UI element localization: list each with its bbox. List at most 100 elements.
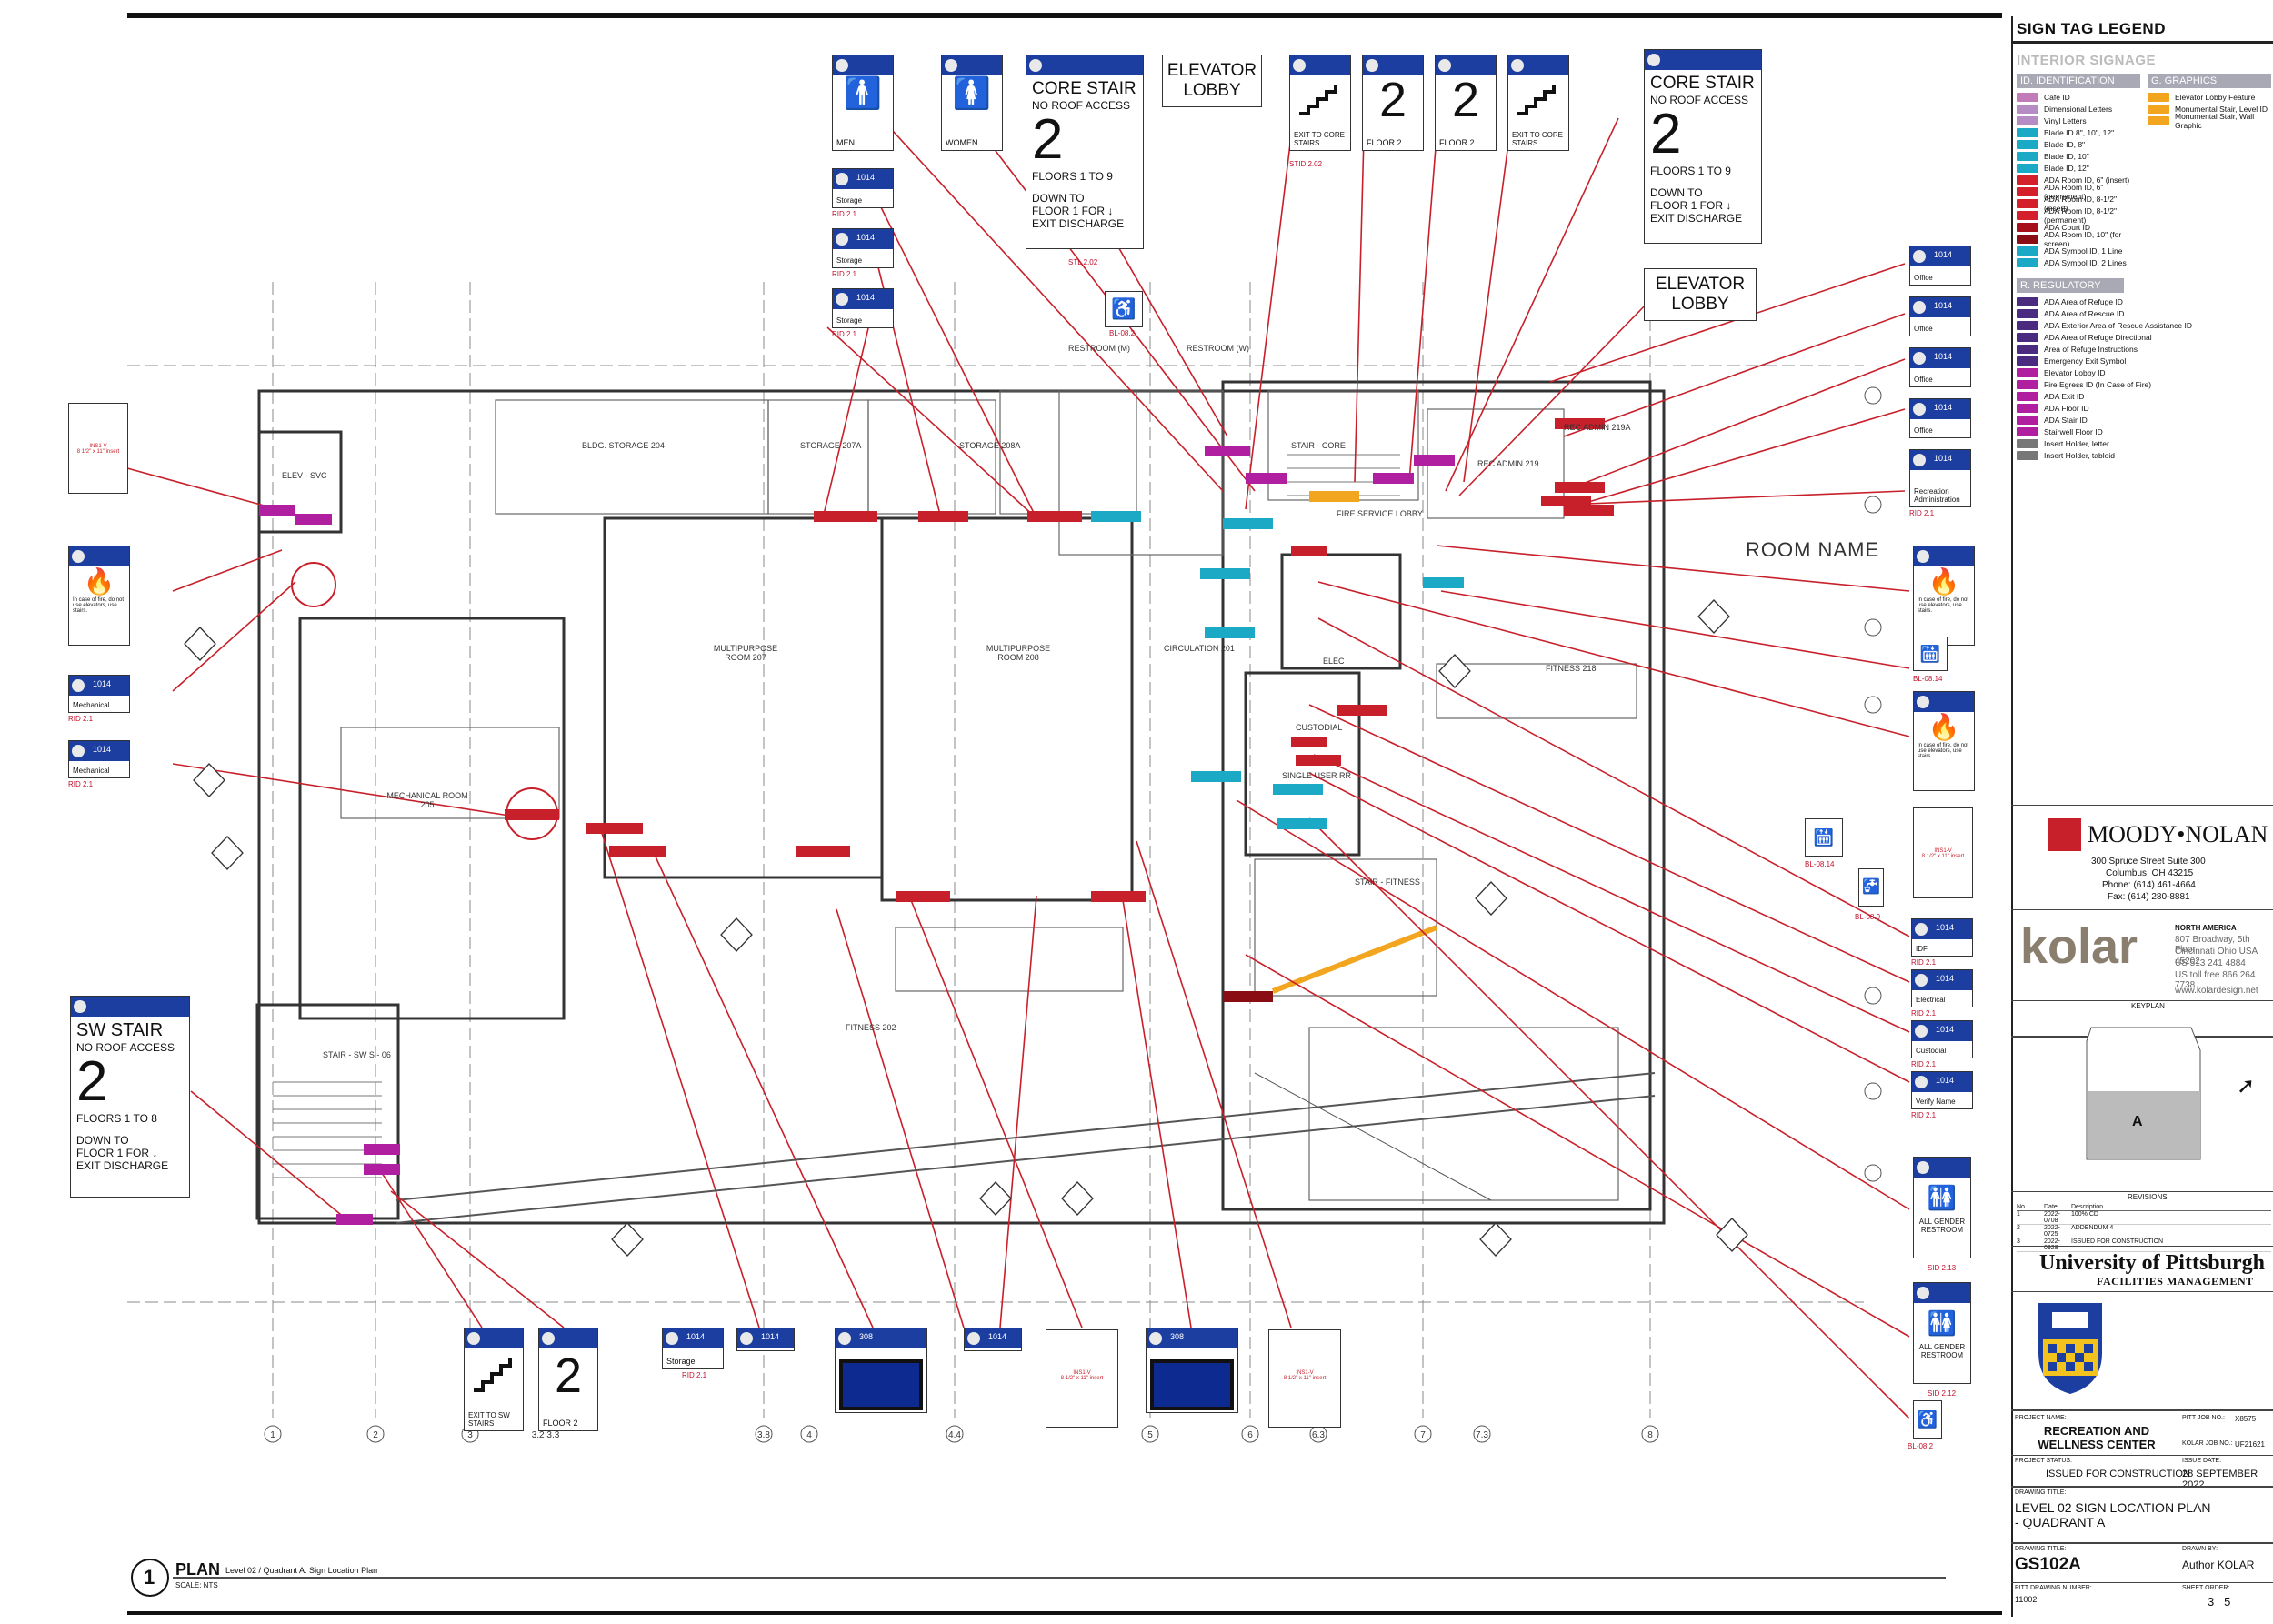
room-label: BLDG. STORAGE 204 bbox=[582, 441, 665, 450]
men-restroom-icon: 🚹 bbox=[843, 76, 883, 111]
legend-label: ADA Exterior Area of Rescue Assistance I… bbox=[2044, 320, 2192, 330]
tag-ref: RID 2.1 bbox=[1909, 509, 1935, 517]
legend-label: Blade ID, 12" bbox=[2044, 163, 2089, 173]
legend-chip bbox=[2017, 296, 2038, 306]
legend-label: Insert Holder, letter bbox=[2044, 438, 2109, 448]
women-restroom-sign: 🚺 WOMEN bbox=[941, 55, 1003, 151]
keyplan-diagram bbox=[2086, 1027, 2201, 1160]
issue-date-label: ISSUE DATE: bbox=[2182, 1458, 2222, 1464]
tag-label: Mechanical bbox=[73, 767, 110, 775]
tag-number: 1014 bbox=[1936, 974, 1955, 983]
legend-row: Blade ID, 8" bbox=[2017, 139, 2140, 149]
legend-row: Monumental Stair, Level ID bbox=[2148, 104, 2271, 114]
legend-label: Blade ID 8", 10", 12" bbox=[2044, 127, 2115, 137]
legend-row: ADA Room ID, 10" (for screen) bbox=[2017, 230, 2140, 248]
room-name-callout: ROOM NAME bbox=[1746, 538, 1880, 561]
tag-number: 1014 bbox=[761, 1332, 780, 1341]
tag-number: 1014 bbox=[988, 1332, 1007, 1341]
room-label: STORAGE 207A bbox=[800, 441, 862, 450]
legend-chip bbox=[2017, 391, 2038, 401]
sheet-top-border bbox=[127, 13, 2002, 18]
legend-row: Stairwell Floor ID bbox=[2017, 426, 2271, 436]
drawing-title: LEVEL 02 SIGN LOCATION PLAN - QUADRANT A bbox=[2015, 1500, 2211, 1529]
tag-number: 1014 bbox=[93, 745, 112, 754]
legend-label: ADA Symbol ID, 2 Lines bbox=[2044, 257, 2127, 267]
legend-chip bbox=[2017, 257, 2038, 267]
accessible-restroom-icon: ♿ bbox=[1105, 291, 1143, 327]
core-stair-sign: CORE STAIR NO ROOF ACCESS 2 FLOORS 1 TO … bbox=[1026, 55, 1144, 249]
legend-label: ADA Area of Refuge ID bbox=[2044, 296, 2123, 306]
tag-ref: RID 2.1 bbox=[68, 780, 94, 788]
legend-label: Elevator Lobby Feature bbox=[2175, 92, 2256, 102]
legend-chip bbox=[2017, 344, 2038, 354]
tag-ref: RID 2.1 bbox=[1911, 958, 1937, 967]
screen-icon bbox=[1150, 1359, 1234, 1410]
legend-label: Cafe ID bbox=[2044, 92, 2070, 102]
revision-cell: ADDENDUM 4 bbox=[2071, 1225, 2114, 1231]
plan-number-bubble bbox=[131, 1559, 169, 1597]
tag-number: 308 bbox=[1170, 1332, 1185, 1341]
legend-label: Blade ID, 10" bbox=[2044, 151, 2089, 161]
room-tag: 1014 Mechanical bbox=[68, 675, 130, 713]
room-label: RESTROOM (W) bbox=[1187, 344, 1249, 353]
tag-number: 1014 bbox=[856, 293, 876, 302]
sw-stair-sub: NO ROOF ACCESS bbox=[76, 1041, 175, 1054]
floor-2-sign: 2 FLOOR 2 bbox=[1362, 55, 1424, 151]
room-tag: 1014 bbox=[736, 1328, 795, 1351]
drawn-by-label: DRAWN BY: bbox=[2182, 1546, 2218, 1552]
tag-number: 1014 bbox=[1936, 1025, 1955, 1034]
fire-stairs-icon: 🔥 bbox=[1928, 713, 1960, 741]
tag-ref: RID 2.1 bbox=[832, 210, 857, 218]
callout-leaders bbox=[76, 108, 1910, 1419]
toilet-icon: 🚻 bbox=[1927, 1184, 1958, 1211]
legend-row: Elevator Lobby ID bbox=[2017, 367, 2271, 377]
bl-tag: BL-08.9 bbox=[1855, 913, 1881, 921]
north-arrow-icon: ➚ bbox=[2237, 1074, 2256, 1098]
sid-tag: SID 2.13 bbox=[1928, 1264, 1957, 1272]
drawn-by: Author KOLAR bbox=[2182, 1559, 2255, 1571]
floor-2b-label: FLOOR 2 bbox=[1439, 138, 1475, 147]
legend-title: SIGN TAG LEGEND bbox=[2017, 20, 2166, 37]
room-tag: 1014 Storage bbox=[832, 168, 894, 208]
moody-nolan-logo bbox=[2048, 818, 2081, 851]
legend-label: ADA Symbol ID, 1 Line bbox=[2044, 246, 2123, 256]
stairs-icon bbox=[1517, 85, 1556, 115]
all-gender-restroom-sign: 🚻 ALL GENDER RESTROOM bbox=[1913, 1282, 1971, 1384]
tag-label: Office bbox=[1914, 325, 1933, 333]
firm1-address: 300 Spruce Street Suite 300 bbox=[2091, 857, 2206, 867]
sign-tag-legend: SIGN TAG LEGEND INTERIOR SIGNAGE ID. IDE… bbox=[2011, 16, 2273, 1617]
legend-row: ADA Area of Refuge Directional bbox=[2017, 332, 2271, 342]
tag-label: Custodial bbox=[1916, 1047, 1947, 1055]
exit-core-stairs-sign: EXIT TO CORE STAIRS bbox=[1289, 55, 1351, 151]
legend-row: ADA Room ID, 6" (permanent) bbox=[2017, 183, 2140, 201]
legend-id-header: ID. IDENTIFICATION bbox=[2017, 74, 2140, 88]
exit-sw-stairs-sign: EXIT TO SW STAIRS bbox=[464, 1328, 524, 1431]
legend-label: ADA Room ID, 10" (for screen) bbox=[2044, 229, 2122, 248]
revision-cell: 1 bbox=[2017, 1211, 2020, 1218]
room-tag: 1014 Mechanical bbox=[68, 740, 130, 778]
stairs-icon bbox=[1299, 85, 1337, 115]
sw-stair-sign: SW STAIR NO ROOF ACCESS 2 FLOORS 1 TO 8 … bbox=[70, 996, 190, 1198]
fire-stairs-icon: 🔥 bbox=[83, 567, 115, 596]
sheet-order: 3 5 bbox=[2208, 1595, 2231, 1609]
legend-chip bbox=[2017, 92, 2038, 102]
legend-label: ADA Room ID, 6" (permanent) bbox=[2044, 182, 2104, 201]
women-sign-label: WOMEN bbox=[946, 138, 978, 147]
grid-label: 2 bbox=[373, 1430, 378, 1440]
legend-g-header: G. GRAPHICS bbox=[2148, 74, 2271, 88]
monumental-stair-graphic bbox=[1271, 925, 1438, 994]
room-label: REC ADMIN 219 bbox=[1477, 459, 1539, 468]
sw-stair-down3: EXIT DISCHARGE bbox=[76, 1159, 169, 1172]
stairs-icon bbox=[474, 1358, 512, 1392]
status-label: PROJECT STATUS: bbox=[2015, 1458, 2073, 1464]
grid-label: 5 bbox=[1147, 1430, 1153, 1440]
legend-row: ADA Symbol ID, 2 Lines bbox=[2017, 257, 2140, 267]
core-stair-floors: FLOORS 1 TO 9 bbox=[1650, 165, 1731, 177]
legend-row: ADA Symbol ID, 1 Line bbox=[2017, 246, 2140, 256]
elevator-lobby-sign: ELEVATOR LOBBY bbox=[1644, 268, 1757, 321]
grid-label: 6.3 bbox=[1312, 1430, 1325, 1440]
core-stair-down2: FLOOR 1 FOR ↓ bbox=[1032, 205, 1114, 217]
legend-chip bbox=[2017, 163, 2038, 173]
all-gender-label: ALL GENDER RESTROOM bbox=[1918, 1218, 1966, 1234]
